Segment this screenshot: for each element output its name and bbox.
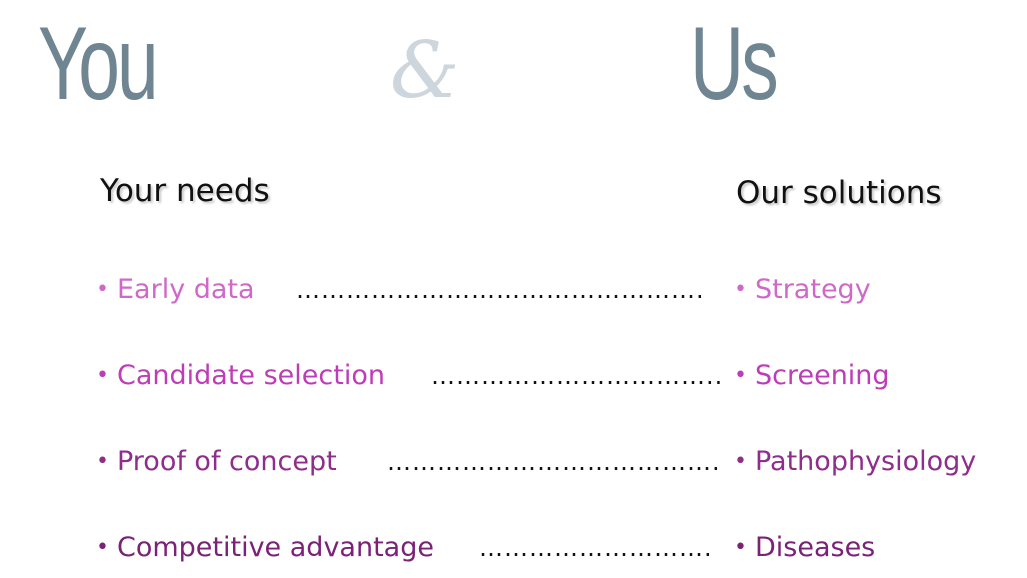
solution-item: • Diseases <box>734 531 875 567</box>
needs-heading: Your needs <box>100 173 270 209</box>
hero-you-word: You <box>38 6 159 122</box>
bullet-icon: • <box>96 277 109 302</box>
need-item: • Candidate selection <box>96 359 385 395</box>
solution-label: Pathophysiology <box>754 446 977 477</box>
need-item: • Early data <box>96 273 255 309</box>
dotted-leader: …………………………….. <box>431 362 724 390</box>
solution-label: Screening <box>754 360 890 391</box>
dotted-leader: …………………………………. <box>387 448 721 476</box>
bullet-icon: • <box>734 363 747 388</box>
need-item: • Competitive advantage <box>96 531 434 567</box>
solutions-heading: Our solutions <box>736 175 942 211</box>
bullet-icon: • <box>96 363 109 388</box>
row-competitive-advantage: • Competitive advantage ………………………. • Disea… <box>0 531 1027 565</box>
row-early-data: • Early data …………………………………………. • Strategy <box>0 273 1027 307</box>
need-label: Candidate selection <box>116 360 385 391</box>
bullet-icon: • <box>96 535 109 560</box>
solution-item: • Screening <box>734 359 890 395</box>
bullet-icon: • <box>96 449 109 474</box>
solution-label: Diseases <box>754 532 876 563</box>
need-label: Early data <box>116 274 255 305</box>
hero-ampersand: & <box>390 26 460 116</box>
solution-item: • Strategy <box>734 273 871 309</box>
dotted-leader: ………………………. <box>479 534 713 562</box>
need-item: • Proof of concept <box>96 445 337 481</box>
need-label: Competitive advantage <box>116 532 434 563</box>
solution-label: Strategy <box>754 274 871 305</box>
solution-item: • Pathophysiology <box>734 445 976 481</box>
row-proof-of-concept: • Proof of concept …………………………………. • Pathop… <box>0 445 1027 479</box>
hero-us-word: Us <box>690 6 779 122</box>
bullet-icon: • <box>734 277 747 302</box>
bullet-icon: • <box>734 449 747 474</box>
bullet-icon: • <box>734 535 747 560</box>
need-label: Proof of concept <box>116 446 337 477</box>
dotted-leader: …………………………………………. <box>296 276 705 304</box>
row-candidate-selection: • Candidate selection …………………………….. • Scre… <box>0 359 1027 393</box>
